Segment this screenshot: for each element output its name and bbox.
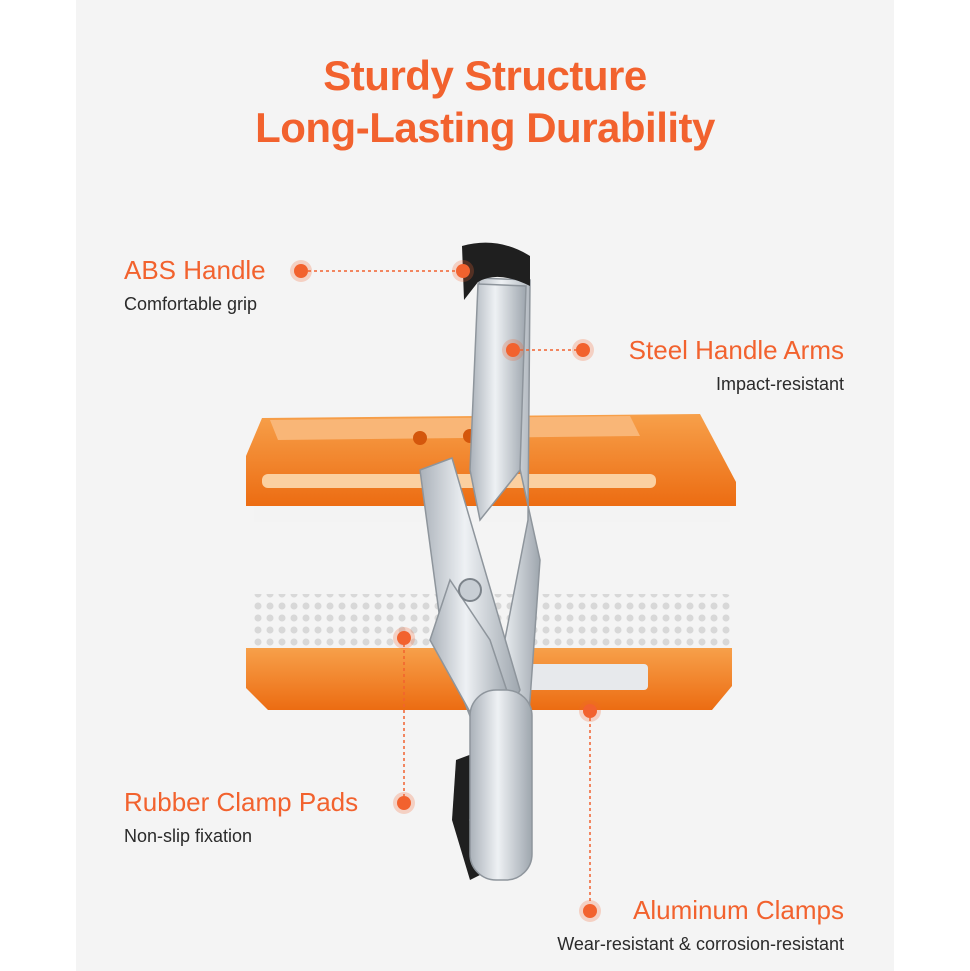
feature-desc: Non-slip fixation <box>124 826 253 846</box>
leader-lines <box>308 270 591 904</box>
feature-name: ABS Handle <box>124 255 266 285</box>
steel-arms-dot <box>576 343 590 357</box>
steel-arms-target-dot <box>506 343 520 357</box>
aluminum-clamps-dot <box>583 904 597 918</box>
rubber-pads-dot <box>397 796 411 810</box>
page-title: Sturdy Structure Long-Lasting Durability <box>0 50 970 154</box>
aluminum-clamps-target-dot <box>583 704 597 718</box>
abs-handle-dot <box>294 264 308 278</box>
feature-aluminum-clamps: Aluminum Clamps Wear-resistant & corrosi… <box>557 894 844 956</box>
feature-name: Steel Handle Arms <box>628 335 844 365</box>
feature-desc: Impact-resistant <box>715 374 844 394</box>
feature-name: Rubber Clamp Pads <box>124 787 359 817</box>
abs-handle-target-dot <box>456 264 470 278</box>
feature-desc: Comfortable grip <box>124 294 258 314</box>
feature-rubber-clamp-pads: Rubber Clamp Pads Non-slip fixation <box>124 786 358 848</box>
abs-handle-grip <box>462 242 530 300</box>
title-line-2: Long-Lasting Durability <box>255 104 715 151</box>
title-line-1: Sturdy Structure <box>323 52 647 99</box>
steel-handle-arms <box>419 277 541 881</box>
feature-name: Aluminum Clamps <box>633 895 844 925</box>
feature-steel-handle-arms: Steel Handle Arms Impact-resistant <box>629 334 844 396</box>
feature-abs-handle: ABS Handle Comfortable grip <box>124 254 266 316</box>
feature-desc: Wear-resistant & corrosion-resistant <box>557 934 844 954</box>
rubber-pads-target-dot <box>397 631 411 645</box>
